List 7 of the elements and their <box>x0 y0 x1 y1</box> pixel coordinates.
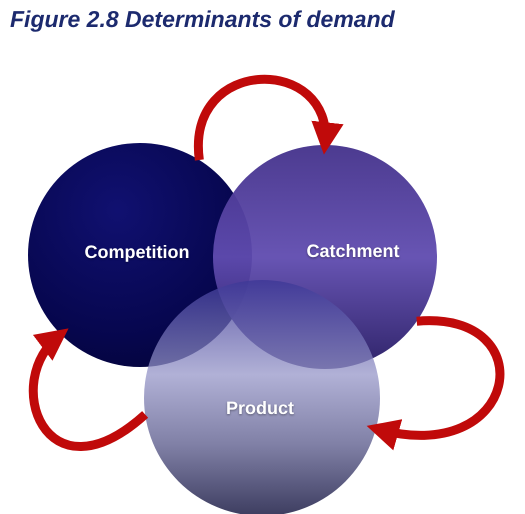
curved-arrow <box>28 327 148 451</box>
circle-label: Competition <box>84 242 190 262</box>
curved-arrow <box>194 74 340 160</box>
curved-arrow <box>366 316 504 449</box>
circle-label: Catchment <box>306 240 400 262</box>
circle-label: Product <box>226 398 294 418</box>
figure-title: Figure 2.8 Determinants of demand <box>10 6 395 33</box>
